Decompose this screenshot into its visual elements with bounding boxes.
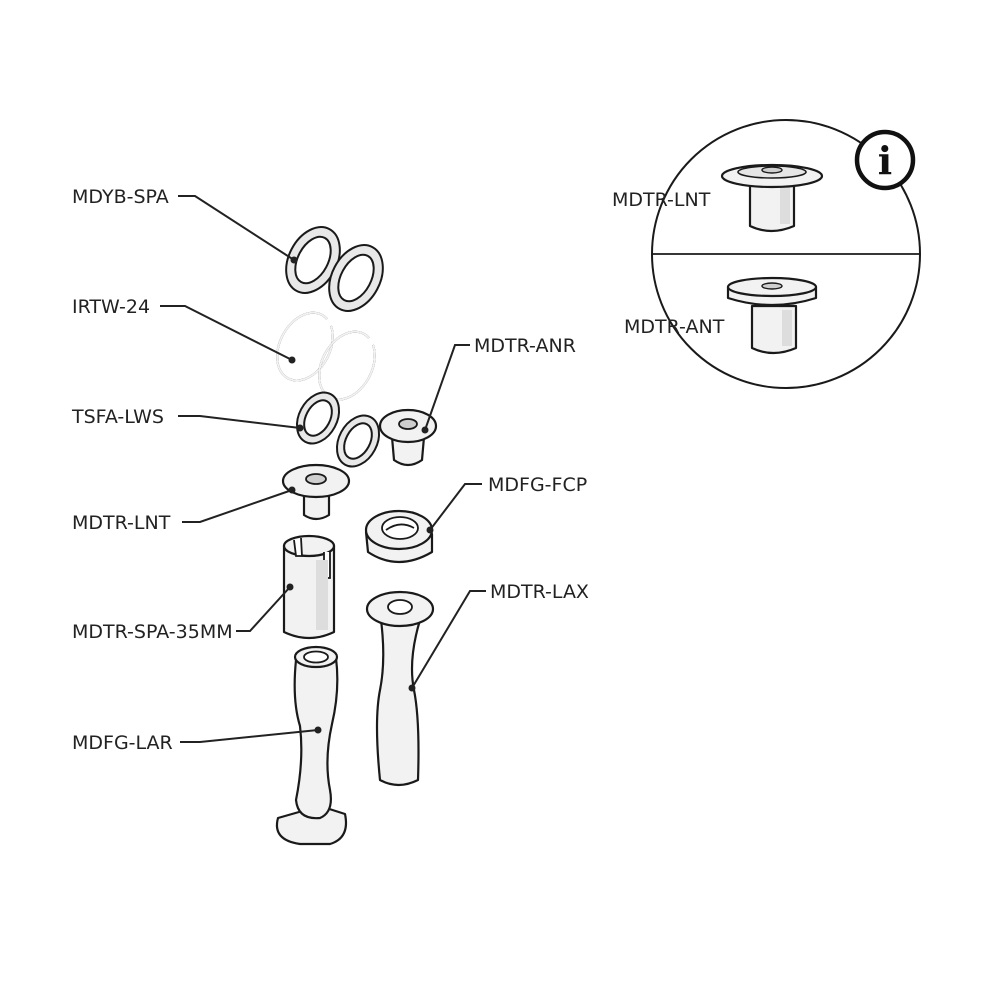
label-tsfa-lws: TSFA-LWS xyxy=(71,406,164,428)
leader-mdtr-lax xyxy=(411,590,486,689)
irtw-24-ring-2 xyxy=(318,330,376,401)
label-mdtr-lnt: MDTR-LNT xyxy=(72,512,171,534)
label-irtw-24: IRTW-24 xyxy=(72,296,150,318)
leader-mdyb-spa xyxy=(178,195,295,261)
mdyb-spa-washer-1 xyxy=(285,226,341,294)
leader-tsfa-lws xyxy=(178,415,301,429)
inset-label-mdtr-ant: MDTR-ANT xyxy=(624,316,725,338)
leader-mdfg-lar xyxy=(180,729,319,743)
inset-comparison: MDTR-LNT MDTR-ANT xyxy=(612,119,921,389)
label-mdyb-spa: MDYB-SPA xyxy=(72,186,169,208)
mdfg-fcp-part xyxy=(364,509,434,563)
mdtr-anr-part xyxy=(378,408,438,467)
inset-label-mdtr-lnt: MDTR-LNT xyxy=(612,189,711,211)
mdtr-lnt-part xyxy=(281,463,351,521)
inset-mdtr-lnt-part xyxy=(720,163,824,233)
inset-mdtr-ant-part xyxy=(726,276,818,355)
mdtr-spa-35mm-part xyxy=(282,534,336,640)
tsfa-lws-washer-2 xyxy=(335,414,381,468)
info-icon: i xyxy=(854,129,916,191)
mdyb-spa-washer-2 xyxy=(328,244,384,312)
info-icon-glyph: i xyxy=(878,138,892,183)
irtw-24-ring-1 xyxy=(276,311,334,382)
label-mdtr-spa-35mm: MDTR-SPA-35MM xyxy=(72,621,233,643)
mdfg-lar-part xyxy=(275,645,348,846)
leader-mdtr-anr xyxy=(424,344,470,431)
leader-mdtr-spa-35mm xyxy=(236,586,291,632)
label-mdfg-lar: MDFG-LAR xyxy=(72,732,173,754)
leader-mdfg-fcp xyxy=(429,483,482,531)
mdtr-lax-part xyxy=(365,590,435,787)
tsfa-lws-washer-1 xyxy=(295,391,341,445)
label-mdtr-anr: MDTR-ANR xyxy=(474,335,576,357)
leader-mdtr-lnt xyxy=(182,489,293,523)
label-mdtr-lax: MDTR-LAX xyxy=(490,581,589,603)
label-mdfg-fcp: MDFG-FCP xyxy=(488,474,587,496)
leader-irtw-24 xyxy=(160,305,293,361)
